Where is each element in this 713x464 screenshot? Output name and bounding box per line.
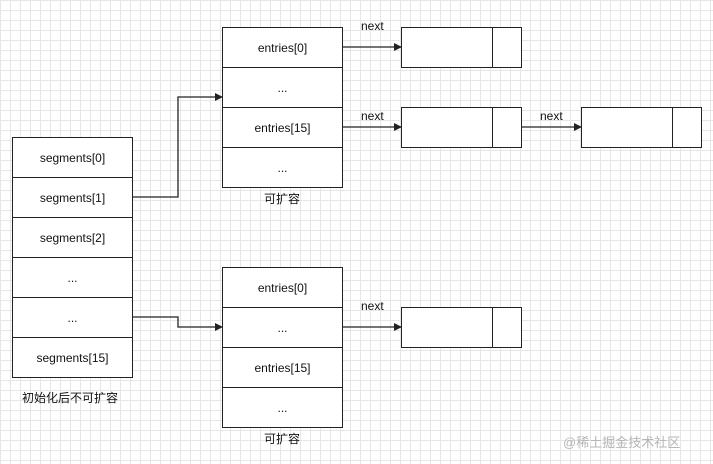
- list-node-bottom-1: [401, 307, 522, 348]
- node-pointer-divider: [492, 108, 493, 147]
- segment-cell-5: segments[15]: [12, 337, 133, 378]
- top-entry-cell-3: ...: [222, 147, 343, 188]
- list-node-middle-2: [581, 107, 702, 148]
- bottom-entry-cell-3: ...: [222, 387, 343, 428]
- next-label-middle: next: [361, 109, 384, 123]
- watermark: @稀土掘金技术社区: [563, 435, 681, 450]
- bottom-entry-cell-1: ...: [222, 307, 343, 348]
- next-label-chain: next: [540, 109, 563, 123]
- bottom-entry-cell-0: entries[0]: [222, 267, 343, 308]
- list-node-middle-1: [401, 107, 522, 148]
- segment-cell-3: ...: [12, 257, 133, 298]
- segments-caption: 初始化后不可扩容: [22, 391, 119, 405]
- node-pointer-divider: [672, 108, 673, 147]
- top-entry-cell-1: ...: [222, 67, 343, 108]
- next-label-top: next: [361, 19, 384, 33]
- node-pointer-divider: [492, 308, 493, 347]
- bottom-table-caption: 可扩容: [264, 432, 301, 446]
- segment-4-to-table-bottom-arrow: [132, 316, 223, 331]
- node-pointer-divider: [492, 28, 493, 67]
- segment-cell-1: segments[1]: [12, 177, 133, 218]
- top-entry-cell-2: entries[15]: [222, 107, 343, 148]
- segment-cell-4: ...: [12, 297, 133, 338]
- segment-cell-2: segments[2]: [12, 217, 133, 258]
- bottom-entry-cell-2: entries[15]: [222, 347, 343, 388]
- top-entry-cell-0: entries[0]: [222, 27, 343, 68]
- next-label-bottom: next: [361, 299, 384, 313]
- top-table-caption: 可扩容: [264, 192, 301, 206]
- segment-cell-0: segments[0]: [12, 137, 133, 178]
- segment-1-to-table-top-arrow: [132, 93, 223, 198]
- list-node-top-1: [401, 27, 522, 68]
